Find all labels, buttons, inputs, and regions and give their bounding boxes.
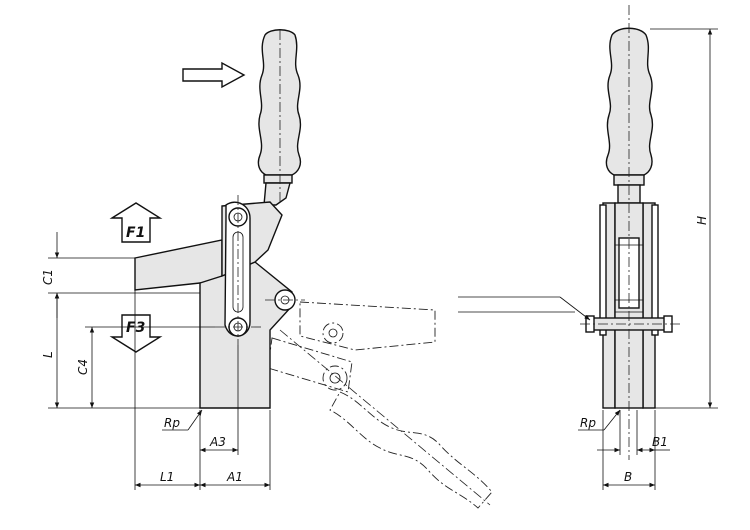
dim-a1-label: A1: [226, 470, 243, 484]
dim-a3-label: A3: [209, 435, 226, 449]
dim-l-label: L: [41, 351, 55, 358]
handle-stem: [263, 182, 291, 206]
push-arrow: [182, 61, 246, 89]
handle-collar: [263, 174, 293, 184]
dim-l1-label: L1: [160, 470, 174, 484]
dim-b-label: B: [624, 470, 632, 484]
front-view: H B1 B Rp: [458, 5, 718, 490]
side-view: F1 F3 C1 L C4 A3 L1 A1 Rp: [41, 29, 493, 509]
radius-left-label: Rp: [164, 416, 180, 430]
force1-arrow: [109, 202, 163, 243]
open-position-outline: [267, 301, 493, 509]
link-plate: [224, 201, 251, 337]
dim-b1-label: B1: [652, 435, 668, 449]
radius-right-label: Rp: [580, 416, 596, 430]
force3-arrow: [109, 314, 163, 353]
dim-c4-label: C4: [76, 359, 90, 375]
front-handle-grip: [605, 27, 654, 176]
dim-c1-label: C1: [41, 269, 55, 285]
handle-grip: [257, 29, 302, 176]
dim-h-label: H: [695, 216, 709, 225]
force1-label: F1: [126, 225, 145, 241]
force3-label: F3: [126, 320, 145, 336]
